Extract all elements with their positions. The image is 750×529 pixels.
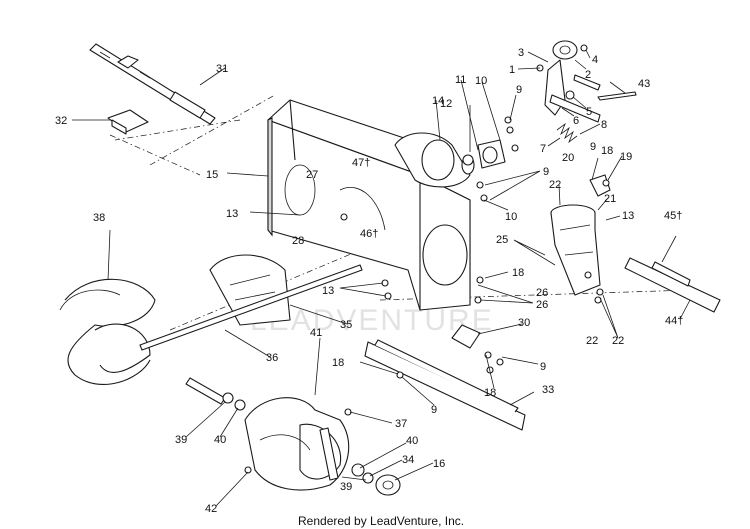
part-label: 35 (340, 319, 352, 331)
part-label: 44† (665, 315, 683, 327)
shaft-bracket (107, 109, 149, 135)
part-label: 18 (484, 387, 496, 399)
credit-text: Rendered by LeadVenture, Inc. (298, 514, 464, 528)
part-label: 43 (638, 78, 650, 90)
part-label: 41 (310, 327, 322, 339)
left-auger (59, 278, 156, 385)
part-label: 36 (266, 352, 278, 364)
drive-shaft (89, 43, 216, 125)
part-label: 37 (395, 418, 407, 430)
part-label: 47† (352, 157, 370, 169)
part-label: 22 (612, 335, 624, 347)
chute-base (550, 174, 611, 296)
part-label: 39 (175, 434, 187, 446)
part-label: 40 (406, 435, 418, 447)
part-label: 18 (601, 145, 613, 157)
part-label: 32 (55, 115, 67, 127)
watermark-text: LEADVENTURE (250, 304, 494, 337)
skid-shoe (451, 324, 481, 349)
centerline (379, 289, 691, 301)
bearing-plates (462, 139, 506, 169)
leader-lines (72, 49, 691, 507)
part-label: 25 (496, 234, 508, 246)
part-label: 18 (512, 267, 524, 279)
part-label: 2 (585, 69, 591, 81)
part-label: 5 (586, 106, 592, 118)
part-label: 20 (562, 152, 574, 164)
right-auger (244, 397, 350, 491)
part-label: 26 (536, 287, 548, 299)
part-label: 1 (509, 64, 515, 76)
part-label: 9 (431, 404, 437, 416)
spring (556, 122, 578, 144)
part-label: 21 (604, 193, 616, 205)
part-label: 31 (216, 63, 228, 75)
part-label: 4 (592, 54, 598, 66)
part-label: 13 (322, 285, 334, 297)
part-label: 10 (505, 211, 517, 223)
part-label: 8 (601, 119, 607, 131)
part-label: 39 (340, 481, 352, 493)
part-label: 19 (620, 151, 632, 163)
centerline (109, 94, 276, 176)
part-label: 9 (543, 166, 549, 178)
impeller-housing (209, 254, 291, 326)
part-label: 38 (93, 212, 105, 224)
part-label: 11 (455, 74, 466, 86)
part-label: 6 (573, 115, 579, 127)
part-label: 12 (440, 98, 452, 110)
part-label: 7 (540, 143, 546, 155)
part-label: 30 (518, 317, 530, 329)
auger-housing (267, 99, 471, 311)
part-label: 15 (206, 169, 218, 181)
part-labels: 1 2 3 4 5 6 7 8 9 9 9 9 9 10 10 11 12 13… (55, 47, 683, 515)
part-label: 45† (664, 210, 682, 222)
scraper-bar (364, 339, 526, 431)
part-label: 26 (536, 299, 548, 311)
part-label: 46† (360, 228, 378, 240)
part-label: 3 (518, 47, 524, 59)
part-label: 28 (292, 235, 304, 247)
part-label: 40 (214, 434, 226, 446)
part-label: 18 (332, 357, 344, 369)
part-label: 27 (306, 169, 318, 181)
idler-pulley-assembly (544, 40, 601, 123)
part-label: 9 (516, 84, 522, 96)
auger-shaft-end (185, 377, 226, 405)
cable-rod (597, 91, 637, 101)
part-label: 10 (475, 75, 487, 87)
part-label: 34 (402, 454, 414, 466)
part-label: 9 (540, 361, 546, 373)
part-label: 33 (542, 384, 554, 396)
part-label: 13 (226, 208, 238, 220)
part-label: 9 (590, 141, 596, 153)
part-label: 42 (205, 503, 217, 515)
part-label: 22 (549, 179, 561, 191)
part-label: 16 (433, 458, 445, 470)
auger-shaft (139, 264, 363, 351)
chute-crank (624, 257, 721, 313)
part-label: 14 (432, 95, 444, 107)
part-label: 13 (622, 210, 634, 222)
part-label: 22 (586, 335, 598, 347)
